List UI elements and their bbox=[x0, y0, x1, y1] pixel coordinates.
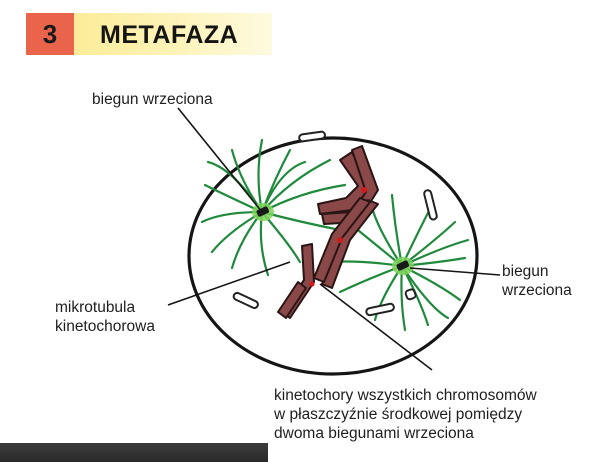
step-badge: 3 bbox=[26, 13, 74, 55]
kinetochore-1 bbox=[361, 187, 367, 193]
organelles bbox=[232, 130, 438, 317]
centrosome-left-icon bbox=[252, 203, 274, 221]
chromosome-lower-b bbox=[277, 281, 307, 319]
label-pole-top: biegun wrzeciona bbox=[92, 91, 213, 108]
centrosome-right-icon bbox=[392, 257, 414, 275]
leader-pole-right bbox=[409, 267, 501, 276]
footer-caption-bg bbox=[268, 443, 612, 462]
label-microtubule: mikrotubula kinetochorowa bbox=[55, 299, 155, 335]
leader-kinetochore bbox=[319, 283, 433, 371]
kinetochores bbox=[309, 187, 367, 287]
leader-lines bbox=[167, 107, 501, 371]
kinetochore-3 bbox=[309, 281, 315, 287]
chromosome-lower-a bbox=[281, 243, 315, 319]
chromosomes bbox=[277, 145, 379, 319]
chromosome-middle-b bbox=[313, 197, 371, 283]
leader-pole-top bbox=[177, 107, 263, 213]
kinetochore-2 bbox=[337, 237, 343, 243]
label-pole-right: biegun wrzeciona bbox=[502, 263, 572, 299]
phase-title: METAFAZA bbox=[100, 21, 239, 49]
leader-microtubule bbox=[167, 261, 291, 306]
label-kinetochores: kinetochory wszystkich chromosomów w pła… bbox=[274, 387, 537, 442]
